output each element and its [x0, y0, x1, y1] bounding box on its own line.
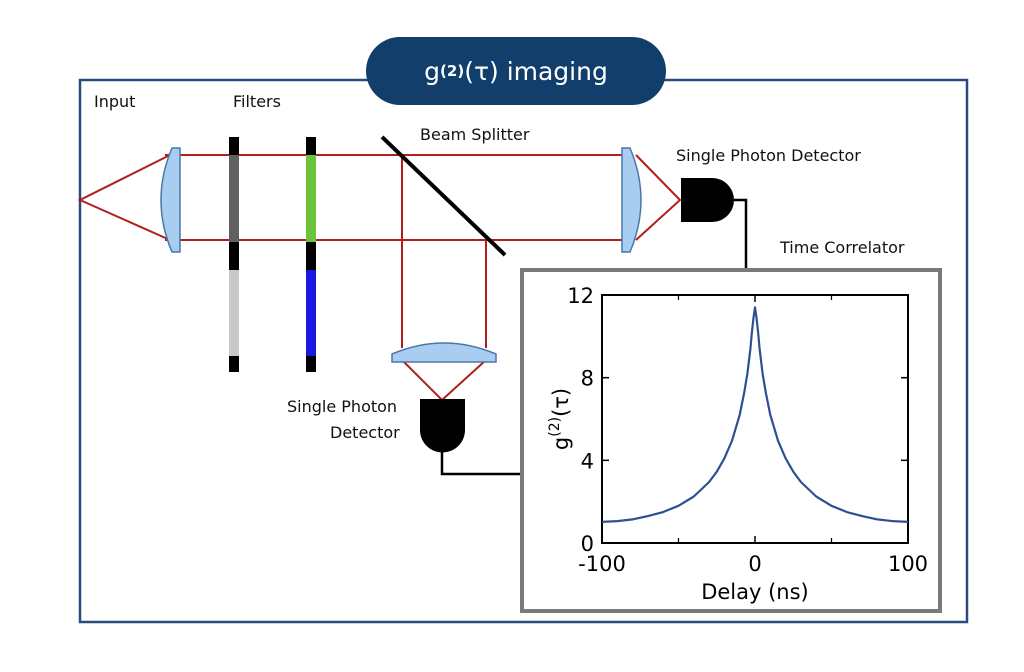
single-photon-detector-bottom: [420, 399, 465, 453]
spd-bottom-label-line2: Detector: [330, 423, 400, 442]
g2-curve: [601, 306, 909, 523]
detector-lens-bottom: [391, 342, 497, 363]
spd-top-label: Single Photon Detector: [676, 146, 861, 165]
title-pill: g(2)(τ) imaging: [366, 37, 666, 105]
x-axis-label: Delay (ns): [701, 580, 809, 604]
title-base: g: [424, 56, 441, 86]
detector-beam-cone-top: [635, 154, 682, 241]
filter-2: [306, 137, 316, 372]
y-tick-label: 4: [581, 449, 594, 473]
optical-beams: [77, 154, 682, 402]
time-correlator-label: Time Correlator: [780, 238, 905, 257]
y-tick-label: 8: [581, 367, 594, 391]
title-rest: (τ) imaging: [464, 56, 608, 86]
spd-bottom-label-line1: Single Photon: [287, 397, 398, 416]
x-tick-label: 0: [748, 552, 761, 576]
input-label: Input: [94, 92, 136, 111]
input-beam-cone: [77, 154, 171, 241]
cable-top: [734, 198, 748, 270]
y-tick-label: 12: [567, 284, 594, 308]
y-axis-label: g(2)(τ): [547, 388, 573, 450]
beam-splitter: [380, 135, 507, 257]
x-tick-label: -100: [578, 552, 626, 576]
title-sup: (2): [440, 62, 465, 80]
filter-1: [229, 137, 239, 372]
x-tick-label: 100: [888, 552, 928, 576]
detector-beam-cone-bottom: [401, 359, 487, 402]
single-photon-detector-top: [681, 178, 734, 222]
beam-splitter-label: Beam Splitter: [420, 125, 530, 144]
detector-lens-top: [621, 147, 642, 253]
y-tick-label: 0: [581, 532, 594, 556]
cable-bottom: [440, 452, 522, 476]
filters-label: Filters: [233, 92, 281, 111]
input-lens: [160, 147, 181, 253]
